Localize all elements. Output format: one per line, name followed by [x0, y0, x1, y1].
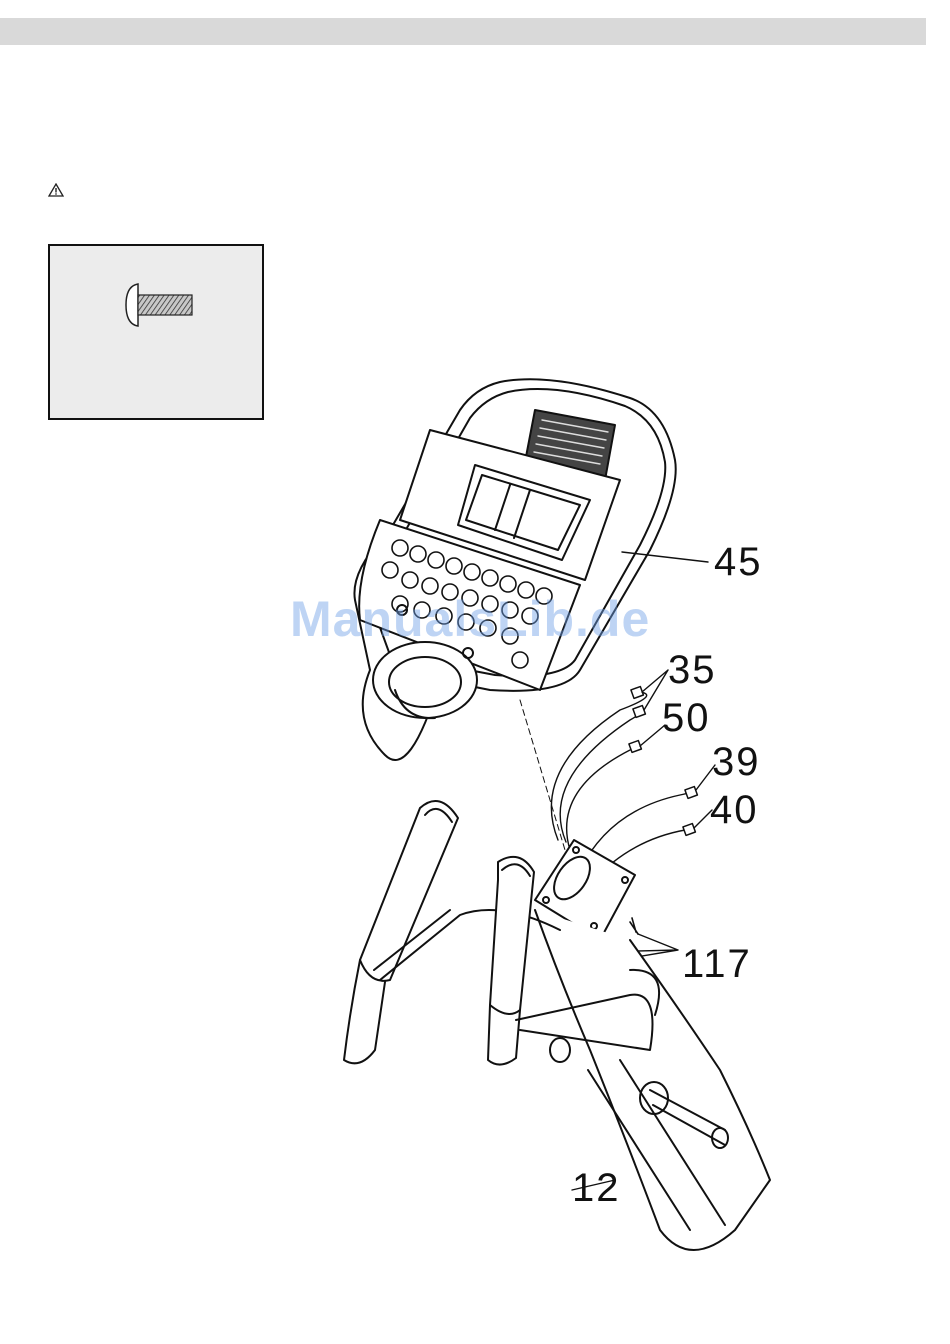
part-label-12: 12 [572, 1168, 621, 1208]
part-label-50: 50 [662, 698, 711, 738]
part-label-40: 40 [710, 790, 759, 830]
part-label-45: 45 [714, 542, 763, 582]
button-head-bolt-icon [124, 282, 194, 328]
warning-triangle-icon [48, 183, 64, 197]
part-label-39: 39 [712, 742, 761, 782]
part-label-35: 35 [668, 650, 717, 690]
part-label-117: 117 [682, 944, 752, 984]
hardware-box [48, 244, 264, 420]
watermark: ManualsLib.de [290, 590, 650, 648]
console-part-45 [354, 379, 708, 760]
header-bar [0, 18, 926, 45]
